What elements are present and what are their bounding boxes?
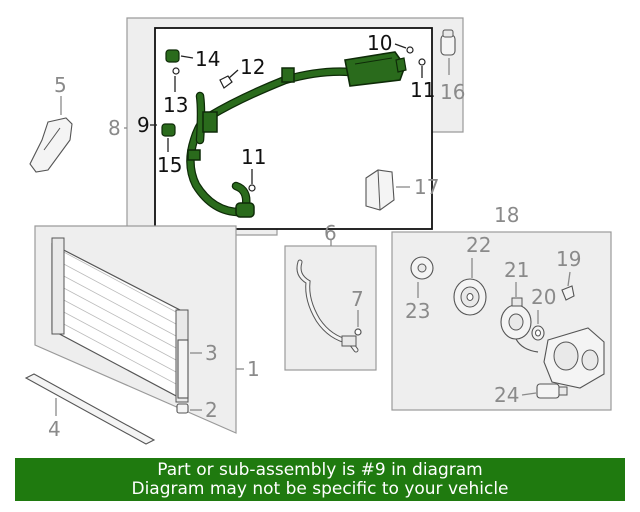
callout-7: 7: [351, 287, 364, 311]
callout-4: 4: [48, 417, 61, 441]
part-6-liquid-tube[interactable]: [296, 259, 359, 353]
banner-line-2: Diagram may not be specific to your vehi…: [131, 479, 509, 499]
callout-17: 17: [414, 175, 439, 199]
callout-11-lower: 11: [241, 145, 266, 169]
callout-1: 1: [247, 357, 260, 381]
part-23-hub[interactable]: [410, 256, 434, 280]
discharge-hose-assembly-9[interactable]: [186, 51, 407, 218]
callout-10: 10: [367, 31, 392, 55]
part-16-valve[interactable]: [440, 29, 456, 56]
part-19-clip[interactable]: [561, 285, 575, 301]
callout-21: 21: [504, 258, 529, 282]
callout-14: 14: [195, 47, 220, 71]
banner-line-1: Part or sub-assembly is #9 in diagram: [157, 460, 483, 480]
compressor-group-18: [391, 231, 612, 411]
callout-2: 2: [205, 398, 218, 422]
condenser-group-1: [34, 225, 237, 434]
callout-9: 9: [137, 113, 150, 137]
callout-5: 5: [54, 73, 67, 97]
part-15-cap[interactable]: [161, 123, 176, 137]
callout-24: 24: [494, 383, 519, 407]
part-5-bracket[interactable]: [29, 117, 73, 173]
part-14-cap[interactable]: [165, 49, 180, 63]
callout-13: 13: [163, 93, 188, 117]
part-3-receiver-drier[interactable]: [177, 339, 189, 399]
callout-18: 18: [494, 203, 519, 227]
assembly-8-group: [126, 17, 464, 236]
part-24-valve[interactable]: [536, 383, 568, 399]
callout-8: 8: [108, 116, 121, 140]
callout-3: 3: [205, 341, 218, 365]
callout-11-upper: 11: [410, 78, 435, 102]
callout-20: 20: [531, 285, 556, 309]
part-10-o-ring[interactable]: [406, 46, 414, 54]
liquid-tube-group-6: [284, 245, 377, 371]
part-7-o-ring[interactable]: [354, 328, 362, 336]
callout-19: 19: [556, 247, 581, 271]
part-11-o-ring-top[interactable]: [418, 58, 426, 66]
part-2-plug[interactable]: [176, 403, 189, 414]
callout-23: 23: [405, 299, 430, 323]
part-11-o-ring-bottom[interactable]: [248, 184, 256, 192]
part-20-snap-ring[interactable]: [531, 325, 545, 341]
part-21-coil[interactable]: [500, 297, 539, 353]
callout-22: 22: [466, 233, 491, 257]
part-12-bolt[interactable]: [219, 75, 233, 89]
callout-12: 12: [240, 55, 265, 79]
callout-6: 6: [324, 221, 337, 245]
part-13-o-ring[interactable]: [172, 67, 180, 75]
part-notice-banner: Part or sub-assembly is #9 in diagram Di…: [15, 458, 625, 501]
compressor-body[interactable]: [543, 327, 605, 389]
part-4-seal-strip[interactable]: [24, 373, 156, 445]
part-22-pulley[interactable]: [453, 278, 487, 316]
callout-16: 16: [440, 80, 465, 104]
callout-15: 15: [157, 153, 182, 177]
part-17-block[interactable]: [365, 169, 395, 211]
